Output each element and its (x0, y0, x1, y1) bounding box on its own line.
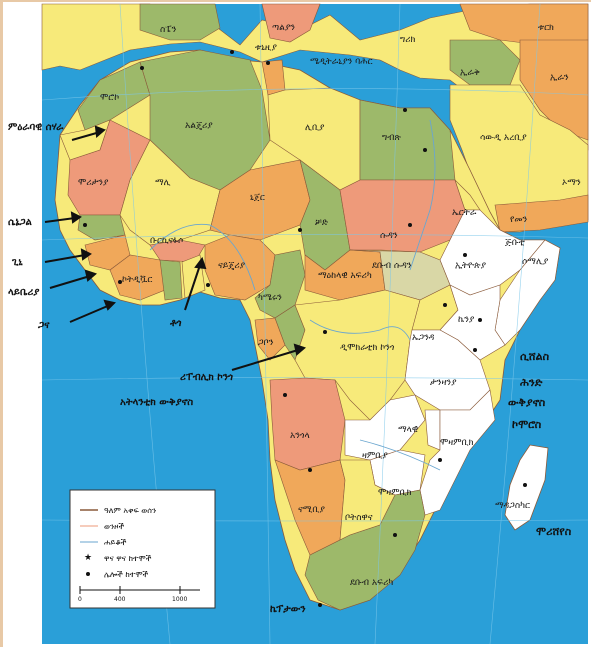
label-morocco: ሞሮኮ (100, 93, 119, 103)
label-botswana: ቦትስዋና (345, 513, 373, 523)
spain-region (139, 3, 221, 41)
label-madagascar: ማዳጋስካር (495, 501, 530, 511)
legend-major-cities: ዋና ዋና ከተሞች (104, 554, 152, 563)
label-saudi: ሳውዲ አረቢያ (480, 133, 527, 143)
kenya-shape (439, 284, 506, 361)
label-mauritania: ሞሪታንያ (78, 178, 109, 188)
label-sudan: ሱዳን (380, 231, 398, 241)
label-gabon: ጋቦን (258, 338, 274, 348)
major-cities (83, 50, 527, 607)
label-niger: ኒጀር (250, 193, 265, 203)
label-south-africa: ደቡብ አፍሪካ (350, 578, 393, 588)
madagascar-shape (504, 444, 549, 531)
label-chad: ቻድ (315, 218, 329, 228)
label-cameroon: ካሜሩን (258, 293, 282, 303)
label-burkina: ቡርኪናፋሶ (150, 236, 183, 246)
label-egypt: ግብጽ (382, 133, 401, 143)
scale-tick-0: 0 (78, 596, 82, 603)
zambia-shape (344, 394, 426, 461)
label-mali: ማሊ (155, 178, 171, 188)
dot-icon (86, 572, 90, 576)
label-uganda: ኡጋንዳ (412, 333, 435, 343)
label-mauritius: ሞሪሸየስ (536, 525, 572, 538)
gabon-shape (254, 317, 286, 361)
rivers (149, 119, 441, 471)
mali-shape (119, 139, 221, 246)
label-somalia: ሶማሊያ (522, 257, 549, 267)
burkina-shape (149, 239, 206, 263)
label-tanzania: ታንዛንያ (430, 378, 457, 388)
label-senegal: ሴኔጋል (8, 217, 33, 228)
legend: ዓለም አቀፍ ወሰን ወንዞች ሐይቆች ★ ዋና ዋና ከተሞች ሌሎች ከ… (69, 489, 216, 609)
label-ghana: ጋና (37, 320, 50, 331)
label-western-sahara: ምዕራባዊ ሰሃራ (8, 122, 64, 133)
label-libya: ሊቢያ (305, 123, 325, 133)
legend-border: ዓለም አቀፍ ወሰን (104, 506, 156, 515)
mozambique-shape (419, 389, 496, 516)
label-south-sudan: ደቡብ ሱዳን (372, 261, 412, 271)
label-cape-town: ኬፕታውን (270, 604, 306, 615)
label-ethiopia: ኢትዮጵያ (455, 261, 487, 271)
pointer-arrows (44, 125, 306, 371)
scale-tick-400: 400 (114, 596, 126, 603)
label-malawi: ማላዊ (398, 425, 418, 435)
label-ivory: ኮትዲቯር (122, 274, 152, 285)
label-iraq: ኢራቅ (460, 68, 480, 78)
label-indian: ሕንድ (520, 376, 543, 389)
label-seychelles: ሲሸልስ (520, 350, 550, 363)
label-zimbabwe: ሞዛምቢክ (378, 488, 412, 498)
scale-tick-1000: 1000 (172, 596, 187, 603)
sudan-shape (339, 179, 466, 253)
angola-shape (269, 377, 346, 471)
south-africa-shape (304, 489, 426, 611)
label-liberia: ላይቤሪያ (8, 287, 39, 298)
star-icon: ★ (84, 553, 92, 563)
outside-labels: ምዕራባዊ ሰሃራ ሴኔጋል ጊኒ ላይቤሪያ ጋና ቶጎ ሪፐብሊክ ኮንጎ … (8, 57, 572, 615)
country-labels: ስፔን ጣልያን ቱርክ ግሪክ ኢራቅ ኢራን ሳውዲ አረቢያ ኦማን የመ… (78, 23, 581, 588)
label-eritrea: ኤርትራ (452, 208, 477, 218)
label-namibia: ናሚቢያ (298, 505, 325, 515)
label-turkey: ቱርክ (538, 23, 554, 33)
label-tunisia: ቱኒዚያ (255, 43, 277, 53)
label-oman: ኦማን (562, 178, 581, 188)
italy-region (261, 3, 321, 43)
label-iran: ኢራን (550, 73, 569, 83)
label-comoros: ኮሞሮስ (512, 418, 542, 431)
label-yemen: የመን (510, 215, 528, 225)
label-atlantic: አትላንቲክ ውቅያኖስ (120, 397, 193, 408)
label-congo: ሪፐብሊክ ኮንጎ (180, 372, 233, 383)
legend-other-cities: ሌሎች ከተሞች (104, 570, 149, 579)
label-algeria: አልጄሪያ (185, 121, 213, 131)
ghana-shape (159, 259, 183, 301)
label-djibouti: ጅቡቲ (505, 238, 525, 248)
legend-lakes: ሐይቆች (104, 538, 127, 547)
label-car: ማዕከላዊ አፍሪካ (318, 271, 372, 281)
label-zambia: ዛምቢያ (362, 451, 388, 461)
label-greece: ግሪክ (400, 35, 415, 45)
label-togo: ቶጎ (170, 318, 182, 329)
label-italy: ጣልያን (272, 23, 295, 33)
label-kenya: ኬንያ (458, 315, 475, 325)
label-ocean: ውቅያኖስ (508, 396, 546, 409)
label-mozambique: ሞዛምቢክ (440, 438, 474, 448)
label-mediterranean: ሜዲትራኒያን ባሕር (310, 57, 373, 67)
somalia-shape (494, 239, 561, 346)
label-spain: ስፔን (160, 25, 177, 35)
label-angola: አንጎላ (290, 431, 310, 441)
label-drc: ዲሞክራቲክ ኮንጎ (340, 343, 395, 353)
legend-rivers: ወንዞች (104, 522, 124, 531)
label-nigeria: ናይጄሪያ (218, 261, 246, 271)
label-guinea: ጊኒ (11, 257, 23, 268)
